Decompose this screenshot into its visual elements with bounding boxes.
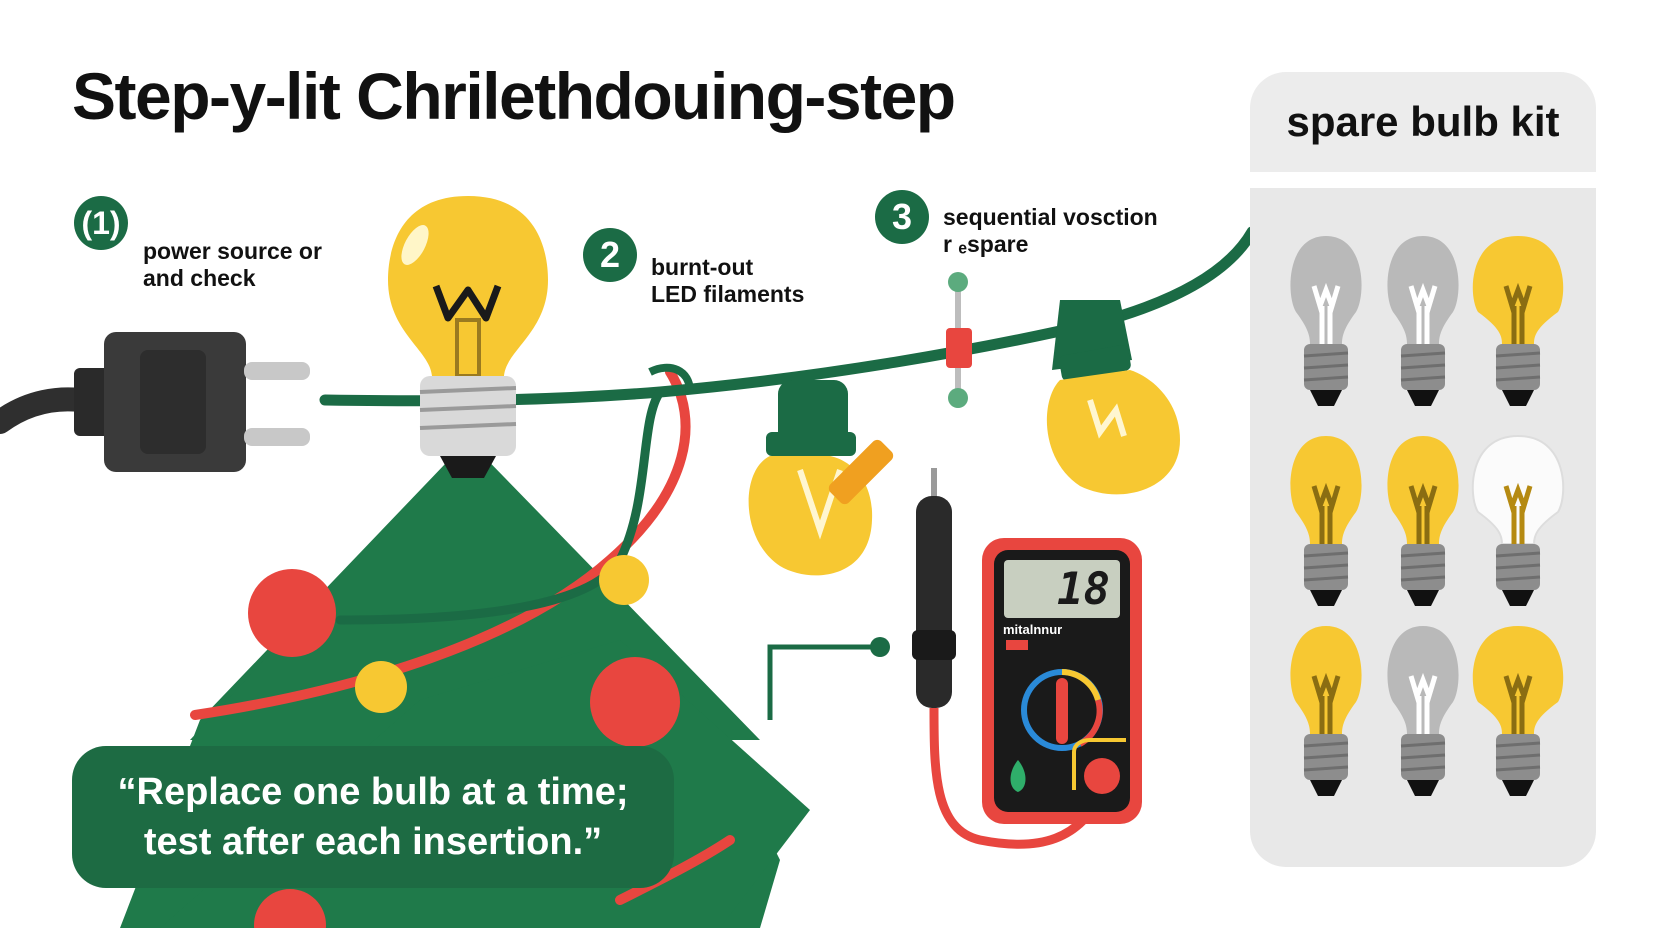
ornament-yellow [355,661,407,713]
step-2-text: burnt-out LED filaments [651,254,805,307]
multimeter [982,538,1142,824]
red-garland-bottom [615,835,735,905]
spare-bulb-white [1471,434,1565,606]
multimeter-display: 18 [1057,563,1110,615]
power-plug [0,332,310,472]
green-wire-loop [648,363,694,393]
spare-bulb-gray [1387,236,1459,406]
multimeter-probe [767,468,1109,849]
step-3-badge: 3 [875,190,929,244]
kit-panel [1250,188,1596,867]
wire-connector [946,272,972,408]
spare-bulb-gray [1290,236,1362,406]
spare-bulb-yellow [1290,626,1362,796]
tip-quote: “Replace one bulb at a time; test after … [72,746,674,888]
page-title: Step-y-lit Chrilethdouing-step [72,59,956,133]
ornament-yellow [599,555,649,605]
string-bulb-1 [748,380,894,576]
step-3-text: sequential vosction r ₑspare [943,204,1158,257]
spare-bulb-kit: spare bulb kit [1250,72,1596,867]
quote-line-2: test after each insertion.” [143,821,603,863]
kit-bulbs [1290,236,1565,796]
kit-title: spare bulb kit [1250,72,1596,172]
spare-bulb-yellow [1290,436,1362,606]
step-1-text: power source or and check [143,238,322,291]
spare-bulb-yellow [1472,626,1564,796]
spare-bulb-yellow [1387,436,1459,606]
spare-bulb-yellow [1472,236,1564,406]
ornament-red [590,657,680,747]
top-bulb [388,196,548,478]
ornament-red [248,569,336,657]
multimeter-label: mitalnnur [1003,622,1063,637]
quote-line-1: “Replace one bulb at a time; [117,771,629,813]
string-bulb-2 [1046,300,1180,495]
spare-bulb-gray [1387,626,1459,796]
step-1-badge: (1) [74,196,128,250]
ornament-red [254,889,326,928]
step-2-badge: 2 [583,228,637,282]
red-garland [190,367,691,720]
